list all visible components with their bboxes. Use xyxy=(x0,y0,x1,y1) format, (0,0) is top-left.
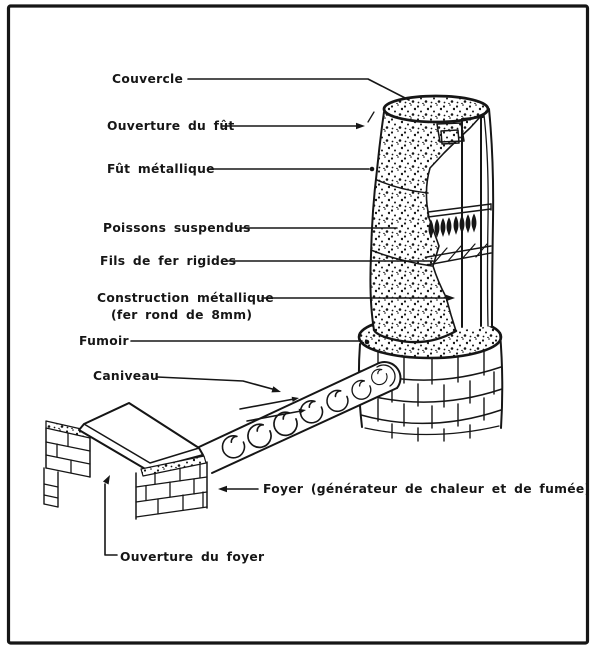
label-fumoir-text: Fumoir xyxy=(79,334,130,348)
label-caniveau: Caniveau xyxy=(93,369,282,396)
label-couvercle-text: Couvercle xyxy=(112,72,183,86)
left-pillar-lower-wall xyxy=(43,467,59,508)
drum-torn-edge xyxy=(425,115,482,332)
channel-walls xyxy=(198,361,402,474)
label-construction-detail-text: (fer rond de 8mm) xyxy=(111,308,252,322)
label-construction-metallique: Construction métallique (fer rond de 8mm… xyxy=(97,291,455,322)
drum-stippled-skin xyxy=(370,112,481,343)
lid-hatch xyxy=(436,122,465,145)
label-fut-metallique: Fût métallique xyxy=(107,162,375,176)
label-foyer: Foyer (générateur de chaleur et de fumée… xyxy=(218,482,590,496)
label-ouverture-foyer-text: Ouverture du foyer xyxy=(120,550,265,564)
label-caniveau-text: Caniveau xyxy=(93,369,159,383)
wire-shelves xyxy=(426,203,492,266)
label-ouverture-fut: Ouverture du fût xyxy=(107,119,365,133)
figure-border xyxy=(6,4,590,645)
label-fumoir: Fumoir xyxy=(79,334,370,348)
drum-right-wall xyxy=(483,108,495,327)
label-foyer-text: Foyer (générateur de chaleur et de fumée… xyxy=(263,482,590,496)
label-fut-metallique-text: Fût métallique xyxy=(107,162,215,176)
label-poissons-text: Poissons suspendus xyxy=(103,221,251,235)
firebox-left-pillar xyxy=(43,420,91,508)
rim-notch xyxy=(367,111,375,123)
smoke-channel xyxy=(198,361,402,474)
label-fils-de-fer: Fils de fer rigides xyxy=(100,254,434,268)
label-fils-de-fer-text: Fils de fer rigides xyxy=(100,254,236,268)
drum-lid xyxy=(382,94,490,124)
metal-drum xyxy=(367,94,495,344)
drum-bottom-edge xyxy=(372,328,458,344)
drum-left-wall xyxy=(369,111,385,331)
smoke-flow-arrows xyxy=(239,395,307,422)
label-poissons-suspendus: Poissons suspendus xyxy=(103,221,398,235)
label-couvercle: Couvercle xyxy=(112,72,410,101)
firebox-right-bricks xyxy=(135,455,208,520)
firebox-slab xyxy=(78,402,204,471)
label-ouverture-foyer: Ouverture du foyer xyxy=(102,473,265,564)
label-construction-text: Construction métallique xyxy=(97,291,274,305)
callouts: Couvercle Ouverture du fût Fût métalliqu… xyxy=(79,72,590,564)
firebox xyxy=(43,402,208,520)
label-ouverture-fut-text: Ouverture du fût xyxy=(107,119,235,133)
